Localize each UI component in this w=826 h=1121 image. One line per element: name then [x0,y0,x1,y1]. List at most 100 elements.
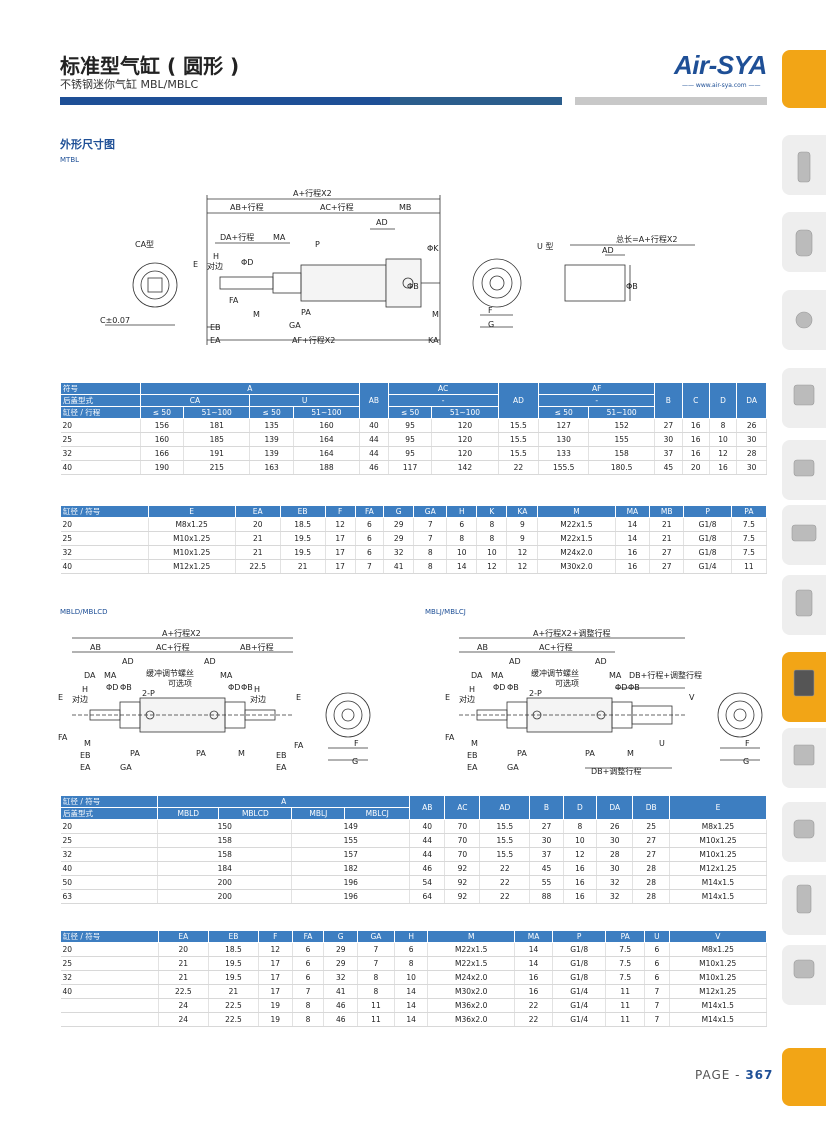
table-cell: 22.5 [235,559,281,574]
column-header: 缸径 / 符号 [60,505,149,518]
table-cell: 32 [383,545,415,560]
table-cell: 24 [158,1012,209,1027]
svg-text:E: E [445,693,450,702]
side-tab-active-top[interactable] [782,50,826,108]
table-cell: 28 [632,875,670,890]
table-cell: G1/4 [683,559,732,574]
table-cell: 22 [514,1012,554,1027]
table-cell: 155 [588,432,656,447]
page-number: PAGE - 367 [695,1068,774,1082]
table-cell: 17 [325,559,356,574]
svg-text:MA: MA [104,671,117,680]
table-cell: M36x2.0 [427,998,515,1013]
diagram-mblj: A+行程X2+调整行程 AB AC+行程 AD AD DA MA 缓冲调节螺丝 … [445,628,763,776]
column-header: MB [649,505,685,518]
table-cell: 184 [157,861,293,876]
table-cell: 130 [538,432,590,447]
table-cell: 40 [60,460,141,475]
table-cell: 18.5 [280,517,326,532]
table-cell: 6 [355,531,385,546]
table-cell: M24x2.0 [427,970,515,985]
svg-text:H: H [469,685,475,694]
column-header: E [147,505,236,518]
svg-text:AD: AD [376,218,388,227]
column-header: MA [513,930,554,943]
table-cell: 22.5 [208,998,260,1013]
table-cell: 21 [280,559,326,574]
table-cell: 29 [323,956,359,971]
table-cell: 6 [355,545,385,560]
svg-text:FA: FA [294,741,304,750]
table-cell: 142 [431,460,499,475]
svg-text:V: V [689,693,695,702]
svg-text:U: U [659,739,665,748]
table-cell: 133 [538,446,590,461]
table-cell: 22 [514,998,554,1013]
svg-text:PA: PA [517,749,527,758]
svg-text:DA: DA [84,671,96,680]
table-cell: 16 [563,889,598,904]
svg-text:FA: FA [445,733,455,742]
table-cell: 28 [596,847,634,862]
svg-text:H: H [213,252,219,261]
table-cell: 10 [709,432,738,447]
svg-text:M: M [238,749,245,758]
table-cell: 40 [60,559,149,574]
table-cell: 22.5 [158,984,209,999]
table-cell: M14x1.5 [669,889,767,904]
table-cell: 8 [413,559,448,574]
table-cell: 7 [413,531,448,546]
svg-text:PA: PA [585,749,595,758]
table-cell: 150 [157,819,293,834]
svg-text:M: M [471,739,478,748]
table-cell: G1/8 [552,956,607,971]
table-cell: 19.5 [208,970,260,985]
svg-text:G: G [352,757,358,766]
table-cell: 7 [355,559,385,574]
table-cell: 27 [649,559,685,574]
table-cell: 40 [60,984,159,999]
table-cell: 182 [291,861,411,876]
svg-text:EA: EA [467,763,478,772]
column-header: F [324,505,356,518]
table-cell: 6 [355,517,385,532]
side-tab-active-bottom[interactable] [782,1048,826,1106]
table-cell: 190 [140,460,185,475]
svg-text:A+行程X2+调整行程: A+行程X2+调整行程 [533,628,610,638]
svg-text:对边: 对边 [72,694,88,704]
table-cell: 14 [446,559,478,574]
svg-text:AF+行程X2: AF+行程X2 [292,335,335,345]
table-cell: M10x1.25 [669,956,768,971]
table-cell: M12x1.25 [669,984,768,999]
table-cell: 16 [682,418,710,433]
table-cell: 139 [249,432,294,447]
table-cell: 55 [529,875,564,890]
table-cell: 95 [388,418,433,433]
svg-text:E: E [296,693,301,702]
svg-text:EA: EA [80,763,91,772]
svg-text:ΦB: ΦB [626,282,638,291]
table-cell: 70 [444,847,481,862]
column-header: P [683,505,732,518]
svg-text:A+行程X2: A+行程X2 [162,628,201,638]
svg-text:ΦD: ΦD [615,683,627,692]
table-cell: 139 [249,446,294,461]
table-cell [60,1012,159,1027]
table-cell: M10x1.25 [148,531,236,546]
svg-text:MA: MA [220,671,233,680]
column-header: M [427,930,515,943]
table-cell: 29 [323,942,359,957]
column-header: KA [506,505,539,518]
svg-text:对边: 对边 [459,694,475,704]
table-cell: 6 [292,956,325,971]
table-cell: 22 [479,861,531,876]
table-cell: 6 [644,956,670,971]
table-cell: M8x1.25 [669,942,768,957]
table-cell: 200 [157,875,293,890]
